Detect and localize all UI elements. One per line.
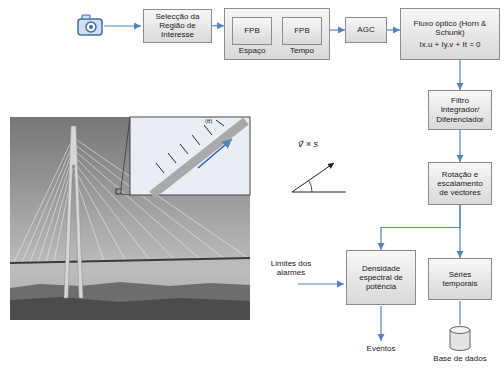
box-caption: Espaço xyxy=(239,46,266,55)
zoom-inset xyxy=(130,117,250,195)
annotation-label: v⃗ × s xyxy=(298,139,318,149)
box-text: Densidade espectral de potência xyxy=(350,264,412,292)
vector-symbol xyxy=(292,163,346,192)
box-text: Rotação e escalamento de vectores xyxy=(432,170,488,198)
filter-outline: FPB xyxy=(282,17,322,45)
process-box: Densidade espectral de potência xyxy=(346,250,416,305)
bridge-photo xyxy=(10,117,250,320)
process-box: FPB Espaço FPB Tempo xyxy=(224,8,330,60)
input-arrow xyxy=(104,25,141,26)
filter-box: FPB Tempo xyxy=(282,17,322,57)
box-text: FPB xyxy=(294,26,310,35)
process-box: Fluxo óptico (Horn & Schunk) Ix.u + Iy.v … xyxy=(400,8,500,60)
process-box: Selecção da Região de Interesse xyxy=(143,9,212,43)
process-box: AGC xyxy=(345,17,387,43)
box-text: Selecção da Região de Interesse xyxy=(147,12,208,40)
flow-arrow xyxy=(459,130,460,162)
flow-arrow xyxy=(330,29,345,30)
camera-icon xyxy=(78,15,102,35)
box-text: FPB xyxy=(244,26,260,35)
database-icon xyxy=(450,327,470,351)
box-text: Filtro Integrador/ Diferenciador xyxy=(432,96,488,124)
box-text: Séries temporais xyxy=(432,270,488,288)
process-box: Rotação e escalamento de vectores xyxy=(428,162,492,205)
event-arrow xyxy=(380,306,381,341)
alarm-arrow xyxy=(298,283,344,284)
box-text: Ix.u + Iy.v + It = 0 xyxy=(420,40,481,49)
box-caption: Tempo xyxy=(290,46,314,55)
flow-arrow xyxy=(381,205,460,250)
flow-arrow xyxy=(459,60,460,90)
filter-box: FPB Espaço xyxy=(232,17,272,57)
process-box: Filtro Integrador/ Diferenciador xyxy=(428,90,492,130)
process-box: Séries temporais xyxy=(428,258,492,300)
filter-outline: FPB xyxy=(232,17,272,45)
annotation-label: Limites dos alarmes xyxy=(260,259,322,277)
annotation-label: (θ) xyxy=(205,118,212,125)
flow-arrow xyxy=(387,29,400,30)
annotation-label: Eventos xyxy=(351,344,411,353)
box-text: AGC xyxy=(357,25,374,34)
box-text: Fluxo óptico (Horn & Schunk) xyxy=(404,19,496,37)
flow-arrow xyxy=(212,25,224,26)
annotation-label: Base de dados xyxy=(426,354,494,363)
storage-line xyxy=(459,301,460,325)
flow-arrow xyxy=(459,205,460,258)
